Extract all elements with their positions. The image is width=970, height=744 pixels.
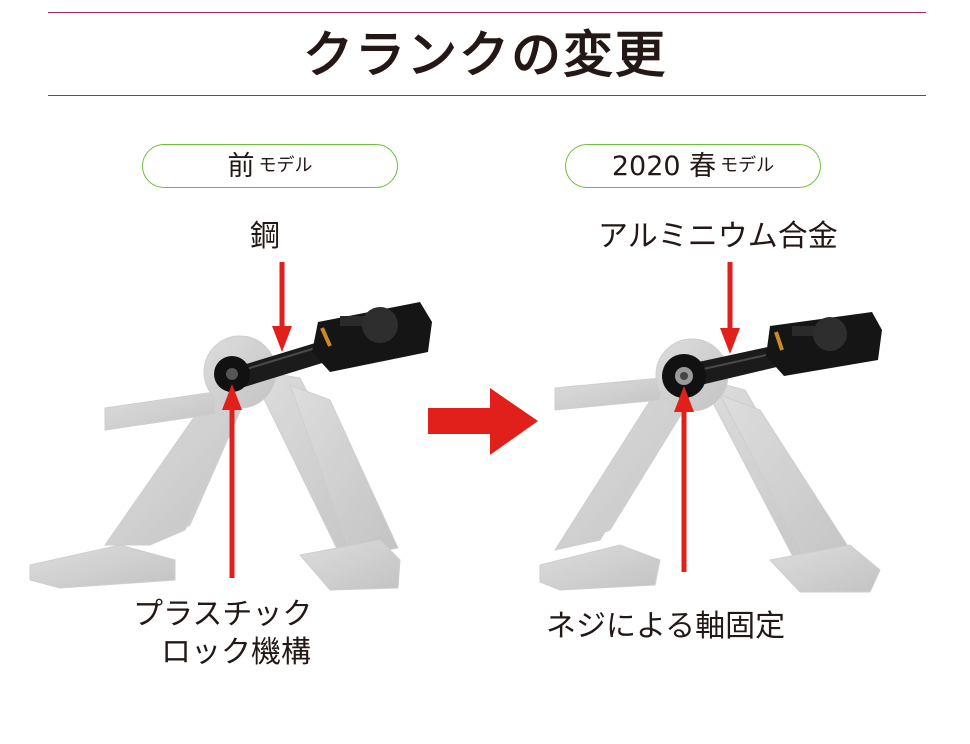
previous-model-pill: 前 モデル <box>142 144 398 188</box>
right-top-arrowhead <box>720 328 740 354</box>
spring-2020-model-pill-sub: モデル <box>720 155 775 176</box>
spring-2020-pedal <box>766 312 882 376</box>
left-top-arrowhead <box>272 326 292 352</box>
left-bottom-label: プラスチック ロック機構 <box>133 596 312 671</box>
spring-2020-exerciser-image <box>539 312 882 593</box>
left-top-label: 鋼 <box>250 219 280 254</box>
top-rule <box>48 12 926 13</box>
previous-model-pill-sub: モデル <box>258 155 313 176</box>
left-bottom-arrowhead <box>222 384 242 410</box>
left-bottom-label-line2: ロック機構 <box>161 634 311 670</box>
right-arrows <box>674 262 740 572</box>
previous-model-pill-main: 前 <box>227 150 255 182</box>
page-title: クランクの変更 <box>303 26 667 84</box>
title-underline <box>48 95 926 96</box>
previous-model-exerciser-image <box>29 302 432 591</box>
right-top-label: アルミニウム合金 <box>598 219 838 254</box>
spring-2020-model-pill: 2020 春 モデル <box>565 144 821 188</box>
right-bottom-arrowhead <box>674 386 694 412</box>
right-bottom-label: ネジによる軸固定 <box>546 609 786 644</box>
left-bottom-label-line1: プラスチック <box>133 597 313 632</box>
previous-model-pedal <box>312 302 432 372</box>
transition-arrow-icon <box>428 388 538 455</box>
left-arrows <box>222 262 292 578</box>
spring-2020-model-pill-main: 2020 春 <box>611 150 717 182</box>
